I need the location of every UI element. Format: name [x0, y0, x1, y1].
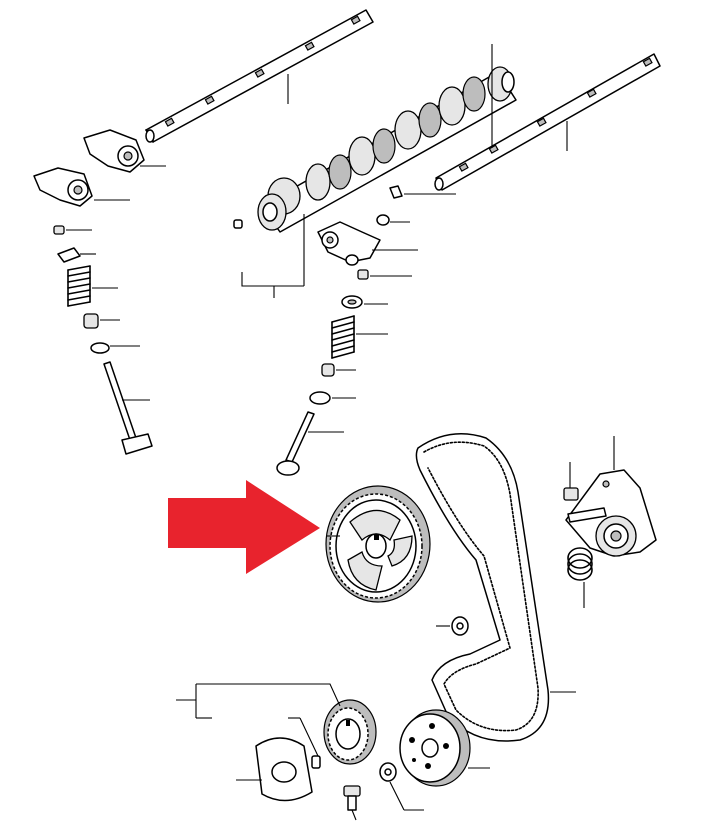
right-rocker-shaft: [434, 53, 661, 191]
camshaft: [241, 44, 517, 298]
left-valve: [103, 361, 153, 455]
idler-pulley: [399, 709, 490, 787]
belt-tensioner: [563, 436, 657, 557]
left-rocker-arms: [33, 129, 166, 207]
timing-belt: [415, 433, 576, 742]
tensioner-spring: [567, 547, 593, 608]
red-arrow-icon: [168, 480, 320, 574]
washer: [436, 616, 469, 636]
center-valve: [276, 411, 344, 476]
camshaft-sprocket: [325, 485, 431, 603]
center-valve-train: [309, 295, 388, 405]
left-valve-train: [53, 225, 140, 354]
washer: [379, 762, 424, 811]
bolt: [343, 785, 361, 821]
left-rocker-shaft: [145, 9, 374, 143]
belt-guide-plate: [236, 737, 313, 802]
center-rocker-arm: [233, 185, 456, 280]
highlight-arrow: [168, 480, 320, 574]
crank-sprocket: [176, 683, 377, 769]
